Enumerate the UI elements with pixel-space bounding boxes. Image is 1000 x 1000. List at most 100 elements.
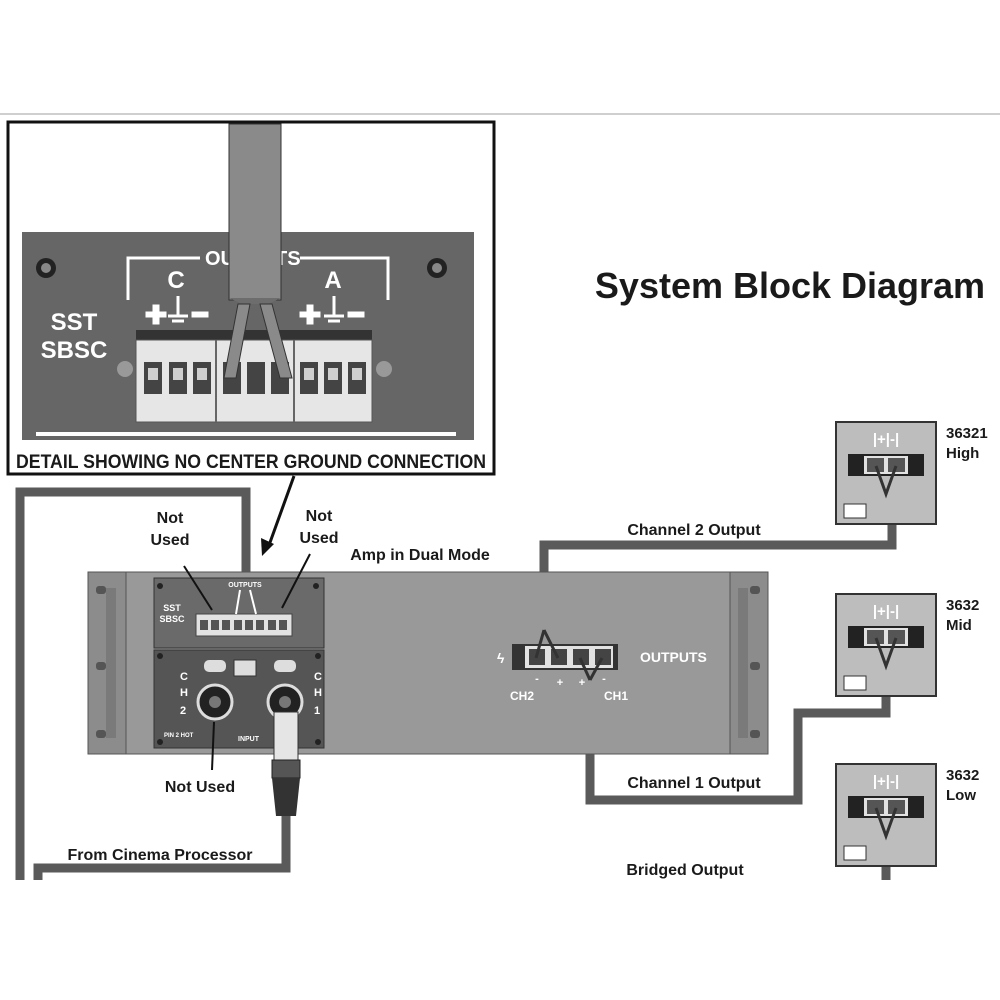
minus-symbol-c [191,311,209,318]
speaker-wire [874,465,898,499]
rack-handle-right [738,588,748,738]
ch2-vertical-label: C H 2 [180,671,191,717]
screw-hl-9 [352,368,362,380]
detail-led-left [117,361,133,377]
detail-screw-right-inner [432,263,442,273]
amp-card-screw-tr [313,583,319,589]
not-used-left-pointer [183,565,213,611]
detail-pointer-arrow [266,475,296,549]
channel-c-label: C [167,267,184,294]
amp-card-screw-1 [200,620,208,630]
terminal-sign-3: + [579,677,585,689]
screw-hl-3 [197,368,207,380]
ch1-wire-pos [578,657,592,681]
ch1-v-c: C [314,671,322,683]
rack-hole-4 [750,586,760,594]
bridged-output-label: Bridged Output [626,862,744,879]
detail-wire-left [223,303,251,379]
speaker-band-label: High [946,445,979,462]
channel2-output-label: Channel 2 Output [627,522,761,539]
rack-holes [96,586,760,738]
input-screw-br [315,739,321,745]
screw-hl-1 [148,368,158,380]
diagram-title: System Block Diagram [595,265,985,306]
amp-card-screw-5 [245,620,253,630]
detail-brand-line1: SST [51,309,98,336]
detail-led-right [376,361,392,377]
amp-card-brand-2: SBSC [159,614,185,624]
speaker-terminal-label: |+|-| [873,603,899,620]
terminal-screw-highlights [148,368,362,380]
detail-pointer-arrowhead [261,538,274,556]
channel1-output-label: Channel 1 Output [627,775,761,792]
speaker-terminal-label: |+|-| [873,773,899,790]
xlr-input-ch1-pin [279,696,291,708]
speaker-band-label: Mid [946,617,972,634]
amp-card-brand-1: SST [163,603,181,613]
amplifier: SST SBSC OUTPUTS C [87,571,769,755]
amp-card-screw-6 [256,620,264,630]
terminal-sign-1: - [535,673,539,685]
speaker-terminal-screw [888,800,905,814]
ch1-output-label: CH1 [604,689,628,703]
input-logo [233,659,257,677]
xlr-plug-body [273,711,299,763]
screw-hl-2 [173,368,183,380]
processor-cable-lower [33,800,291,880]
input-label: INPUT [238,736,260,743]
not-used-bottom-pointer [211,721,215,771]
amp-card-screw-3 [222,620,230,630]
ch1-v-1: 1 [314,705,320,717]
from-processor-label: From Cinema Processor [68,847,253,864]
rack-hole-6 [750,730,760,738]
amp-outputs-label: OUTPUTS [640,649,707,665]
detail-inset: SST SBSC OU TS C A [6,120,496,476]
xlr-plug [271,711,301,816]
pin-hot-label: PIN 2 HOT [164,733,194,739]
amp-card-screw-7 [268,620,276,630]
ch2-wire-neg [534,629,546,659]
terminal-sign-2: + [557,677,563,689]
detail-brand-line2: SBSC [41,337,108,364]
amp-card-terminal [195,613,293,637]
outputs-bracket-right [300,256,390,300]
detail-cable [228,123,282,301]
input-screw-bl [157,739,163,745]
speaker-logo [843,845,867,861]
amp-card-outputs: OUTPUTS [228,582,262,589]
processor-cable-upper [15,487,251,880]
not-used-bottom-label: Not Used [165,779,235,796]
speaker-terminal-screw [867,630,884,644]
not-used-left-line1: Not [157,510,184,527]
channel-a-label: A [324,267,341,294]
xlr-latch-ch2 [204,660,226,672]
amp-output-terminal-face [525,646,613,668]
terminal-sign-4: - [602,673,606,685]
xlr-plug-grip [271,759,301,779]
amp-mode-label: Amp in Dual Mode [350,547,490,564]
caption-bg [10,444,492,472]
amp-card-wire-1 [235,589,241,615]
detail-caption: DETAIL SHOWING NO CENTER GROUND CONNECTI… [16,452,486,473]
speaker-wire [874,637,898,671]
amp-card-screw-8 [279,620,287,630]
screw-hl-7 [304,368,314,380]
out-screw-3 [573,649,589,665]
terminal-header [136,330,372,340]
ch2-wire-pos [542,629,560,659]
speaker-terminal-screw [867,800,884,814]
minus-symbol-a [347,311,365,318]
speaker-logo [843,503,867,519]
speaker-terminal-screw [888,630,905,644]
speaker-model-label: 3632 [946,597,979,614]
speaker-wire [874,807,898,841]
xlr-plug-boot [272,778,300,816]
amp-card-wire-2 [249,589,257,615]
speaker-band-label: Low [946,787,976,804]
outputs-bracket-left [126,256,200,300]
terminal-symbols [145,296,365,325]
speaker-terminal-label: |+|-| [873,431,899,448]
rack-handle-left [106,588,116,738]
